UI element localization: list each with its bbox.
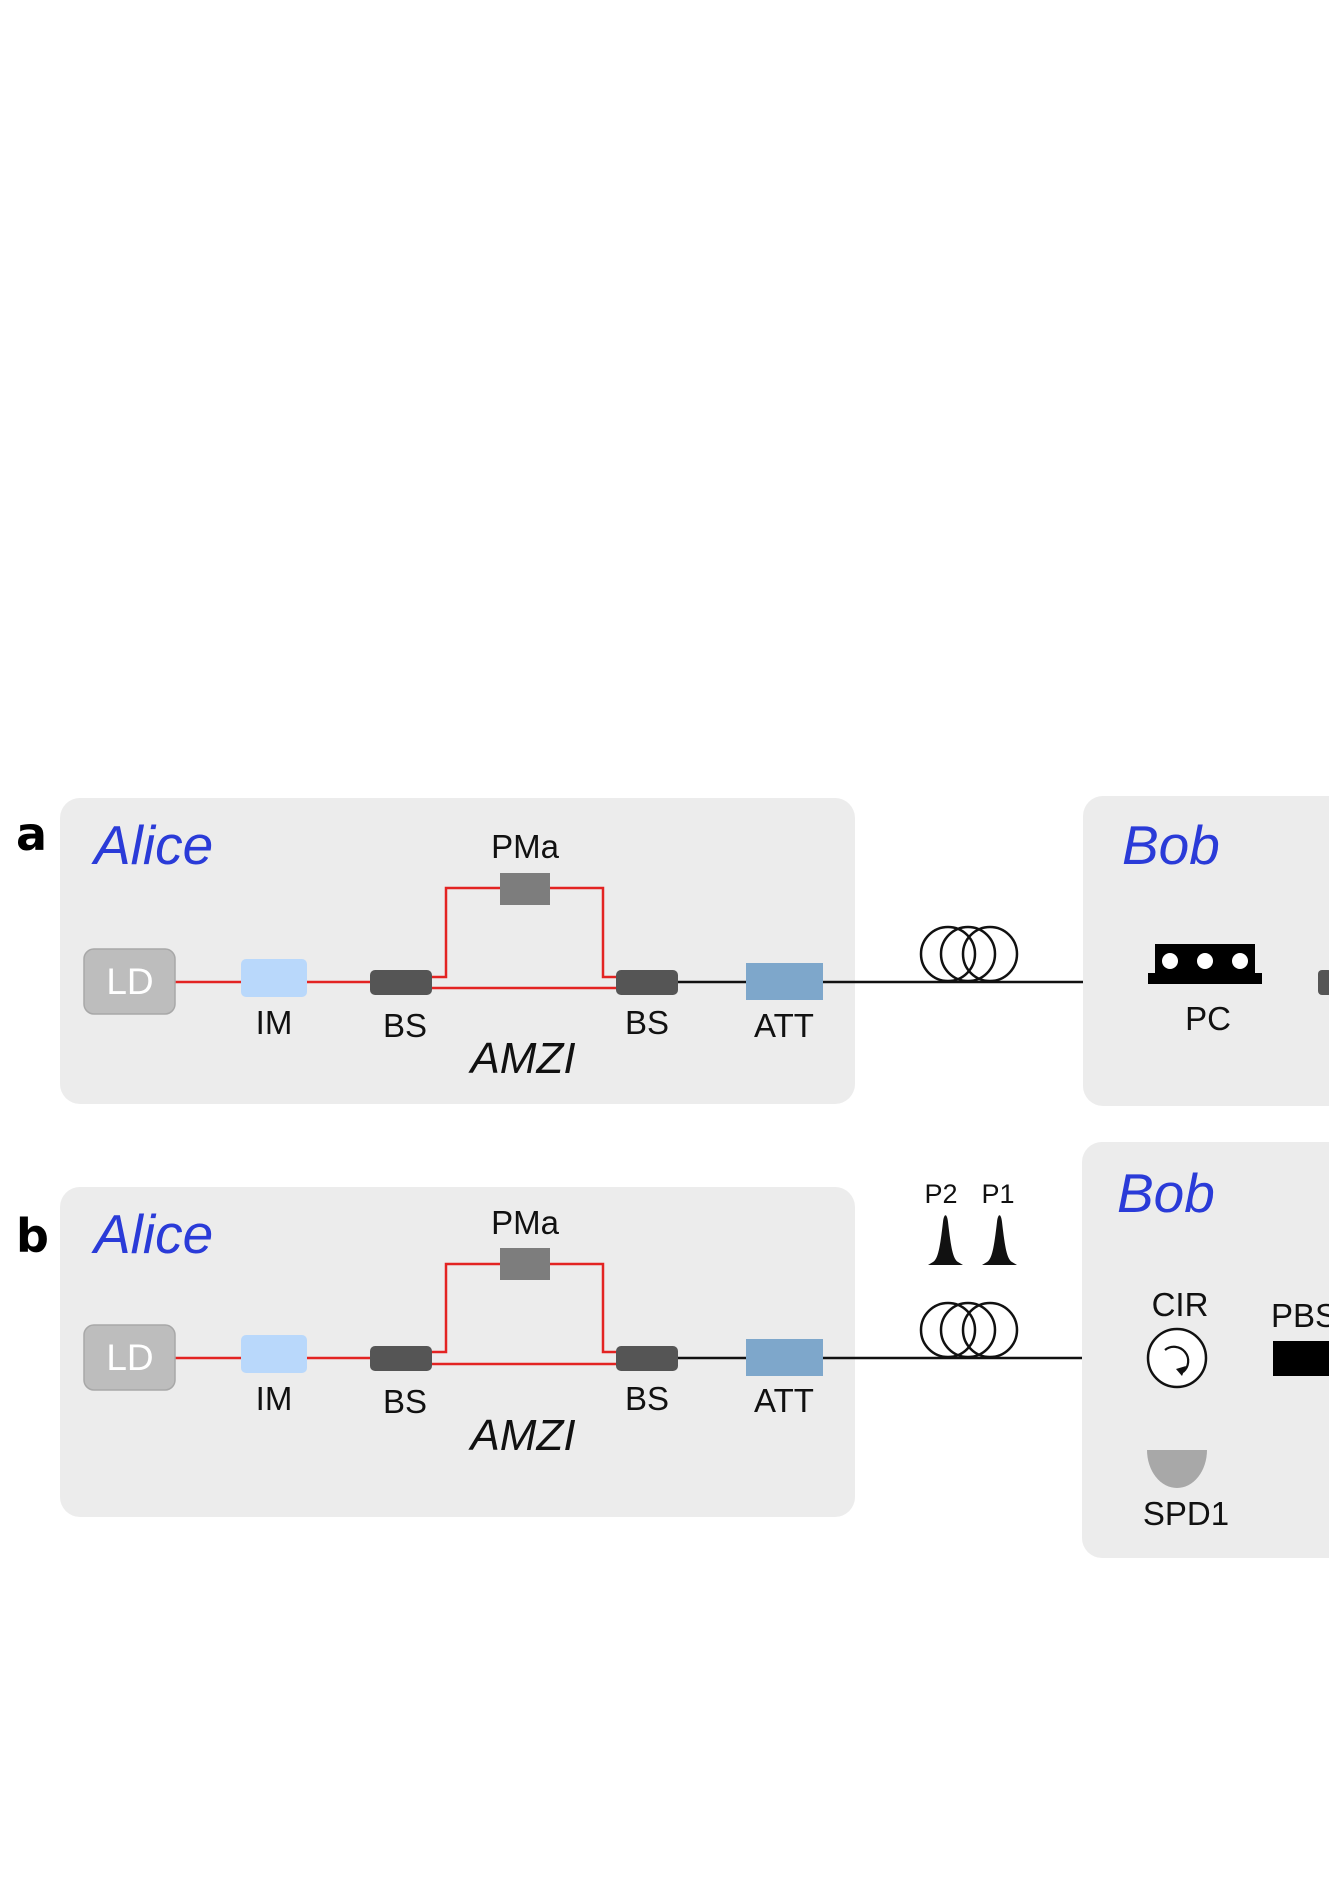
spd1-label: SPD1 xyxy=(1143,1495,1229,1532)
beam-splitter-out-a xyxy=(616,970,678,995)
beam-splitter-in-a xyxy=(370,970,432,995)
laser-label-b: LD xyxy=(106,1337,153,1378)
alice-box-a xyxy=(60,798,855,1104)
pbs-label: PBS xyxy=(1271,1297,1329,1334)
polarization-controller-icon-a xyxy=(1148,944,1262,984)
pma-label-a: PMa xyxy=(491,828,560,865)
panel-b-letter: b xyxy=(16,1209,49,1263)
bs-in-label-b: BS xyxy=(383,1383,427,1420)
phase-modulator-b xyxy=(500,1248,550,1280)
intensity-modulator-a xyxy=(241,959,307,997)
im-label-b: IM xyxy=(256,1380,293,1417)
laser-diode-a xyxy=(83,948,176,1015)
fiber-spool-icon-b xyxy=(919,1301,1019,1359)
laser-diode-b xyxy=(83,1324,176,1391)
bob-title-a: Bob xyxy=(1122,814,1220,876)
im-label-a: IM xyxy=(256,1004,293,1041)
circulator-icon xyxy=(1146,1327,1208,1389)
cir-label: CIR xyxy=(1152,1286,1209,1323)
bob-title-b: Bob xyxy=(1117,1162,1215,1224)
polarizing-beam-splitter xyxy=(1273,1341,1329,1376)
alice-title-a: Alice xyxy=(91,814,213,876)
pulse-p1-label: P1 xyxy=(981,1179,1014,1209)
intensity-modulator-b xyxy=(241,1335,307,1373)
att-label-a: ATT xyxy=(754,1007,814,1044)
att-label-b: ATT xyxy=(754,1382,814,1419)
beam-splitter-bob-a xyxy=(1318,970,1329,995)
beam-splitter-in-b xyxy=(370,1346,432,1371)
laser-label-a: LD xyxy=(106,961,153,1002)
fiber-spool-icon-a xyxy=(919,925,1019,983)
detector-icon xyxy=(1147,1450,1207,1488)
bs-out-label-b: BS xyxy=(625,1380,669,1417)
amzi-label-a: AMZI xyxy=(467,1034,575,1083)
bs-out-label-a: BS xyxy=(625,1004,669,1041)
alice-box-b xyxy=(60,1187,855,1517)
panel-b: b Alice LD IM BS PMa BS AMZI xyxy=(16,1142,1329,1558)
bs-in-label-a: BS xyxy=(383,1007,427,1044)
attenuator-b xyxy=(746,1339,823,1376)
beam-splitter-out-b xyxy=(616,1346,678,1371)
alice-title-b: Alice xyxy=(91,1203,213,1265)
amzi-label-b: AMZI xyxy=(467,1411,575,1460)
panel-a: a Alice LD IM BS PMa BS AMZI ATT xyxy=(16,796,1329,1106)
pulse-p2-label: P2 xyxy=(924,1179,957,1209)
pma-label-b: PMa xyxy=(491,1204,560,1241)
pc-label-a: PC xyxy=(1185,1000,1231,1037)
phase-modulator-a xyxy=(500,873,550,905)
panel-a-letter: a xyxy=(16,807,47,861)
attenuator-a xyxy=(746,963,823,1000)
pulse-pair-icon xyxy=(928,1215,1017,1265)
